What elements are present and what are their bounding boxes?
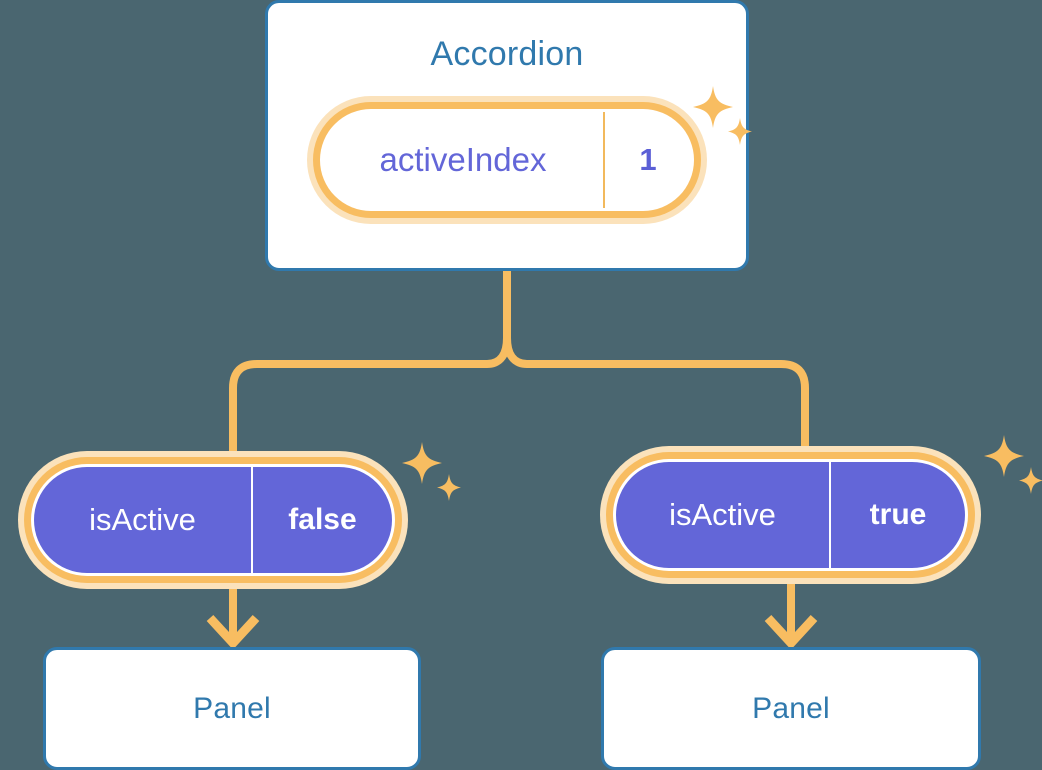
state-value-label: true (869, 498, 927, 531)
accordion-title: Accordion (430, 35, 584, 73)
pill-face: isActive false (34, 467, 392, 573)
state-key-label: isActive (616, 462, 831, 568)
state-pill-is-active-true[interactable]: isActive true (600, 446, 981, 584)
panel-component-card-left[interactable]: Panel (43, 647, 421, 770)
arrow-left-head (206, 614, 260, 650)
prop-value-label: 1 (639, 142, 657, 177)
connector-branch-left (229, 337, 511, 452)
connector-branch-right (503, 337, 809, 448)
pill-face: isActive true (616, 462, 965, 568)
prop-pill-active-index[interactable]: activeIndex 1 (307, 96, 707, 224)
prop-key-label: activeIndex (323, 112, 605, 208)
state-value-label: false (288, 503, 357, 536)
state-key-label: isActive (34, 467, 253, 573)
sparkle-icon (984, 435, 1042, 494)
arrow-right-head (764, 614, 818, 650)
pill-face: activeIndex 1 (323, 112, 691, 208)
panel-title: Panel (752, 692, 830, 725)
panel-title: Panel (193, 692, 271, 725)
panel-component-card-right[interactable]: Panel (601, 647, 981, 770)
state-pill-is-active-false[interactable]: isActive false (18, 451, 408, 589)
